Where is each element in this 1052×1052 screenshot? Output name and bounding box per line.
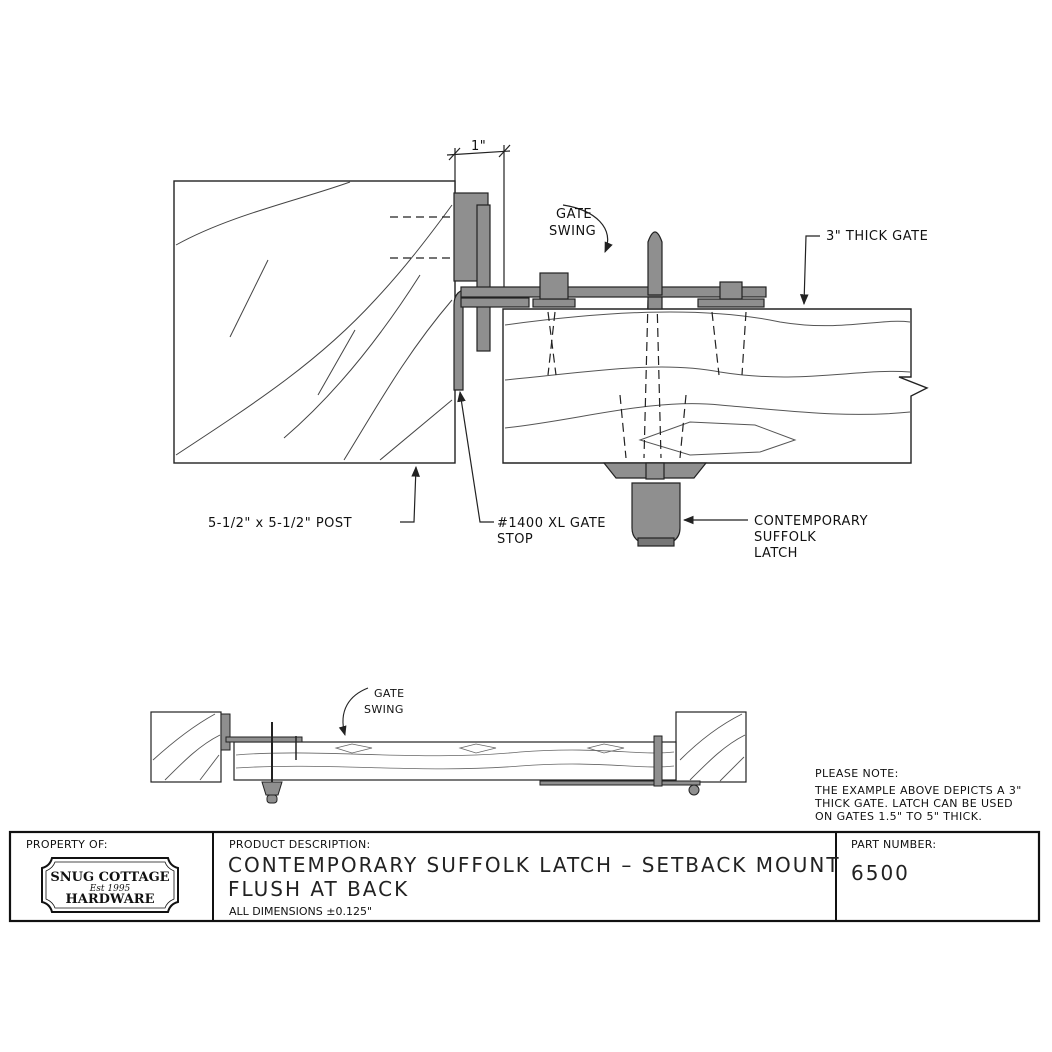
- description-line-2: FLUSH AT BACK: [228, 877, 409, 901]
- property-label: PROPERTY OF:: [26, 838, 108, 851]
- elevation-swing-label-2: SWING: [364, 703, 404, 716]
- left-post-small: [150, 711, 222, 783]
- latch-hardware-top: [460, 231, 767, 310]
- gate-swing-arrow: [562, 204, 613, 253]
- post-label: 5-1/2" x 5-1/2" POST: [208, 516, 352, 531]
- gate-stop-label-2: STOP: [497, 532, 533, 547]
- part-number: 6500: [851, 861, 910, 885]
- latch-label-2: SUFFOLK: [754, 530, 816, 545]
- gate-thickness-leader: [799, 235, 820, 306]
- gate: [502, 299, 929, 464]
- tolerance-note: ALL DIMENSIONS ±0.125": [229, 905, 372, 918]
- gate-stop: [453, 192, 506, 391]
- logo-line-2: HARDWARE: [65, 892, 154, 907]
- note: PLEASE NOTE: THE EXAMPLE ABOVE DEPICTS A…: [814, 767, 1022, 823]
- note-line-1: THE EXAMPLE ABOVE DEPICTS A 3": [814, 784, 1022, 797]
- dimension-1-inch: [446, 144, 511, 300]
- note-title: PLEASE NOTE:: [815, 767, 899, 780]
- part-number-label: PART NUMBER:: [851, 838, 936, 851]
- latch-body: [602, 462, 708, 547]
- post: [173, 180, 456, 464]
- elevation-swing-arrow: [338, 687, 369, 736]
- elevation-swing-label-1: GATE: [374, 687, 404, 700]
- latch-label-3: LATCH: [754, 546, 798, 561]
- elevation-view: GATE SWING: [150, 687, 747, 804]
- logo-est: Est 1995: [89, 884, 131, 894]
- top-view: 1": [173, 139, 929, 561]
- dimension-label: 1": [471, 139, 486, 154]
- gate-swing-label-2: SWING: [549, 224, 596, 239]
- right-post-small: [675, 711, 747, 783]
- gate-thickness-label: 3" THICK GATE: [826, 229, 928, 244]
- gate-stop-leader: [457, 390, 494, 523]
- description-line-1: CONTEMPORARY SUFFOLK LATCH – SETBACK MOU…: [228, 853, 841, 877]
- note-line-2: THICK GATE. LATCH CAN BE USED: [814, 797, 1013, 810]
- latch-hardware-small: [220, 713, 701, 804]
- gate-stop-label-1: #1400 XL GATE: [497, 516, 606, 531]
- title-block: PROPERTY OF: SNUG COTTAGE Est 1995 HARDW…: [8, 830, 1041, 923]
- latch-label-1: CONTEMPORARY: [754, 514, 868, 529]
- note-line-3: ON GATES 1.5" TO 5" THICK.: [815, 810, 982, 823]
- logo-line-1: SNUG COTTAGE: [50, 870, 169, 885]
- gate-swing-label-1: GATE: [556, 207, 592, 222]
- gate-small: [233, 741, 677, 781]
- post-leader: [400, 465, 420, 523]
- company-logo: SNUG COTTAGE Est 1995 HARDWARE: [41, 857, 179, 913]
- description-label: PRODUCT DESCRIPTION:: [229, 838, 371, 851]
